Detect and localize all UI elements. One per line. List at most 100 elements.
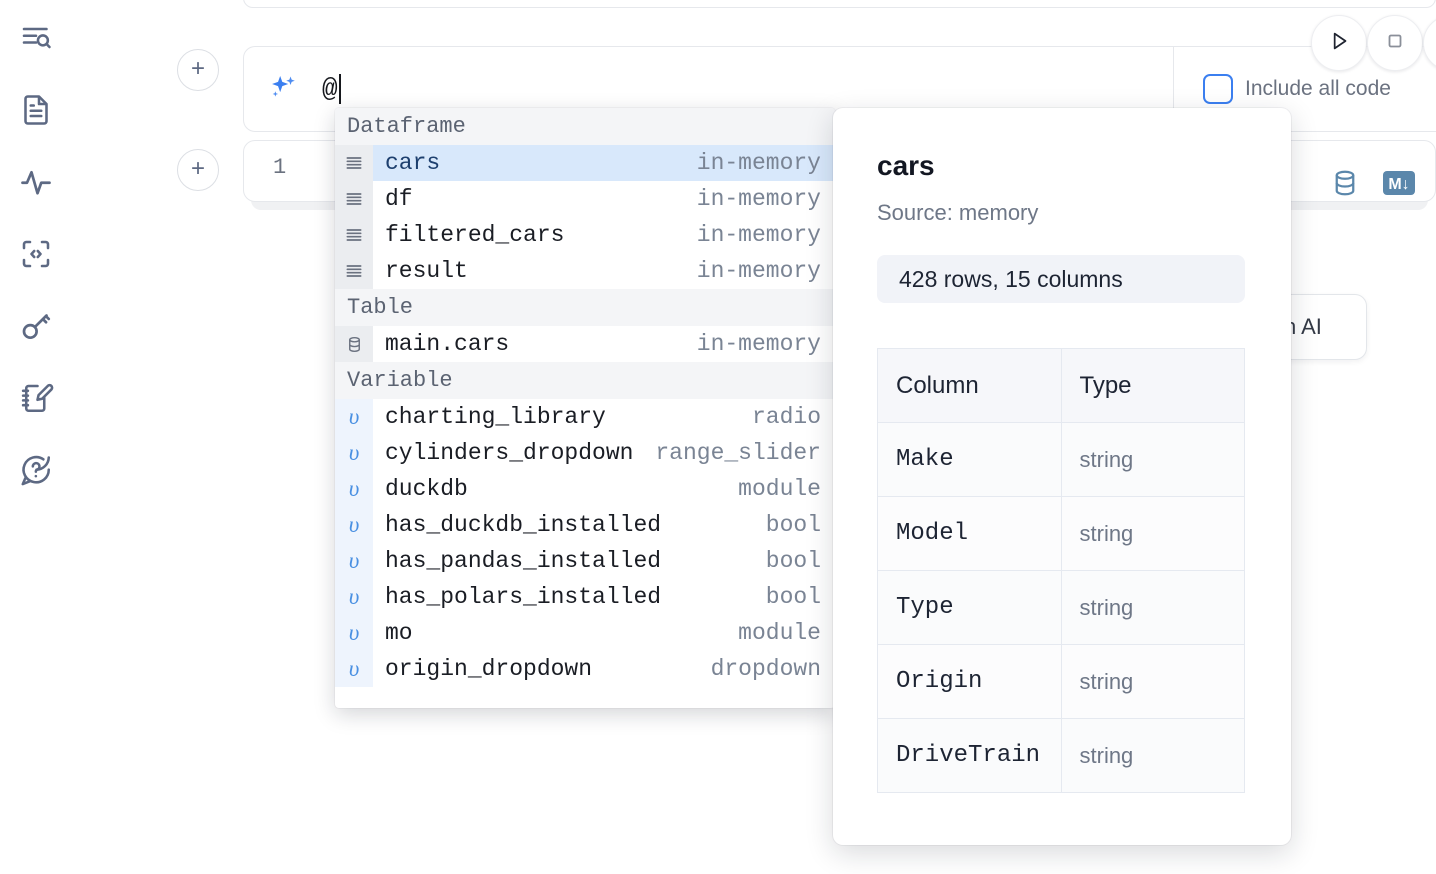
doc-column-name: Model	[877, 496, 1062, 571]
variable-icon: υ	[335, 579, 373, 615]
doc-column-type: string	[1060, 644, 1245, 719]
markdown-icon[interactable]: M↓	[1382, 170, 1416, 201]
autocomplete-group-header: Variable	[335, 362, 835, 399]
autocomplete-item-label: df	[385, 186, 413, 212]
autocomplete-item-type: in-memory	[696, 258, 821, 284]
autocomplete-item[interactable]: result in-memory	[335, 253, 835, 289]
doc-column-name: Origin	[877, 644, 1062, 719]
autocomplete-item-type: range_slider	[655, 440, 821, 466]
notebook-edit-icon[interactable]	[12, 374, 60, 422]
autocomplete-item[interactable]: υ has_pandas_installed bool	[335, 543, 835, 579]
doc-column-type: string	[1060, 496, 1245, 571]
variable-icon: υ	[335, 399, 373, 435]
doc-table-header-row: Column Type	[877, 348, 1245, 423]
add-cell-below-label: +	[190, 155, 205, 182]
doc-type-header: Type	[1060, 348, 1245, 423]
code-snippet-icon[interactable]	[12, 230, 60, 278]
autocomplete-item-label: has_polars_installed	[385, 584, 662, 610]
autocomplete-item-label: filtered_cars	[385, 222, 565, 248]
autocomplete-item-label: main.cars	[385, 331, 510, 357]
autocomplete-item-type: in-memory	[696, 222, 821, 248]
play-icon	[1326, 28, 1352, 59]
variable-icon: υ	[335, 615, 373, 651]
doc-column-name: DriveTrain	[877, 718, 1062, 793]
autocomplete-item[interactable]: filtered_cars in-memory	[335, 217, 835, 253]
doc-column-type: string	[1060, 422, 1245, 497]
autocomplete-item-type: radio	[751, 404, 821, 430]
doc-column-type: string	[1060, 718, 1245, 793]
documentation-panel: cars Source: memory 428 rows, 15 columns…	[833, 108, 1291, 845]
autocomplete-group-header: Dataframe	[335, 108, 835, 145]
autocomplete-item-type: in-memory	[696, 186, 821, 212]
activity-pulse-icon[interactable]	[12, 158, 60, 206]
doc-column-name: Type	[877, 570, 1062, 645]
database-icon[interactable]	[1330, 168, 1360, 203]
variable-icon: υ	[335, 471, 373, 507]
autocomplete-item-label: has_duckdb_installed	[385, 512, 662, 538]
variable-icon: υ	[335, 651, 373, 687]
autocomplete-item[interactable]: υ charting_library radio	[335, 399, 835, 435]
autocomplete-group-header: Table	[335, 289, 835, 326]
dataframe-icon	[335, 181, 373, 217]
database-icon	[335, 326, 373, 362]
autocomplete-item[interactable]: υ has_polars_installed bool	[335, 579, 835, 615]
include-all-code-checkbox[interactable]	[1203, 74, 1233, 104]
run-button[interactable]	[1311, 15, 1367, 71]
help-chat-icon[interactable]	[12, 446, 60, 494]
stop-square-icon	[1383, 29, 1407, 58]
autocomplete-item-label: origin_dropdown	[385, 656, 593, 682]
autocomplete-item-type: in-memory	[696, 331, 821, 357]
autocomplete-item-type: in-memory	[696, 150, 821, 176]
dataframe-icon	[335, 217, 373, 253]
autocomplete-item-label: mo	[385, 620, 413, 646]
autocomplete-item-label: has_pandas_installed	[385, 548, 662, 574]
doc-source: Source: memory	[877, 200, 1039, 225]
autocomplete-item-label: duckdb	[385, 476, 468, 502]
dataframe-icon	[335, 253, 373, 289]
add-cell-below-button[interactable]: +	[177, 149, 219, 191]
add-cell-above-button[interactable]: +	[177, 49, 219, 91]
stop-button[interactable]	[1367, 15, 1423, 71]
doc-shape-badge: 428 rows, 15 columns	[877, 255, 1245, 303]
add-cell-above-label: +	[190, 55, 205, 82]
include-all-code-row[interactable]: Include all code	[1203, 74, 1391, 104]
dataframe-icon	[335, 145, 373, 181]
autocomplete-item-label: cylinders_dropdown	[385, 440, 634, 466]
cell-above-stub	[243, 0, 1436, 8]
autocomplete-item[interactable]: υ origin_dropdown dropdown	[335, 651, 835, 687]
svg-text:M↓: M↓	[1388, 176, 1409, 193]
ai-prompt-input[interactable]: @	[322, 74, 341, 104]
line-number: 1	[273, 155, 287, 180]
autocomplete-item-type: module	[738, 620, 821, 646]
outline-search-icon[interactable]	[12, 14, 60, 62]
autocomplete-item-type: dropdown	[710, 656, 821, 682]
key-icon[interactable]	[12, 302, 60, 350]
variable-icon: υ	[335, 507, 373, 543]
autocomplete-item[interactable]: df in-memory	[335, 181, 835, 217]
text-caret	[338, 74, 341, 104]
doc-title: cars	[877, 150, 935, 181]
variable-icon: υ	[335, 543, 373, 579]
autocomplete-item-label: result	[385, 258, 468, 284]
autocomplete-item-label: charting_library	[385, 404, 606, 430]
sparkles-icon	[266, 72, 300, 106]
autocomplete-item-type: module	[738, 476, 821, 502]
cell-icon-group: M↓	[1330, 168, 1416, 203]
autocomplete-item-type: bool	[765, 584, 821, 610]
doc-column-header: Column	[877, 348, 1062, 423]
autocomplete-item-type: bool	[765, 548, 821, 574]
autocomplete-item[interactable]: main.cars in-memory	[335, 326, 835, 362]
doc-column-type: string	[1060, 570, 1245, 645]
document-icon[interactable]	[12, 86, 60, 134]
